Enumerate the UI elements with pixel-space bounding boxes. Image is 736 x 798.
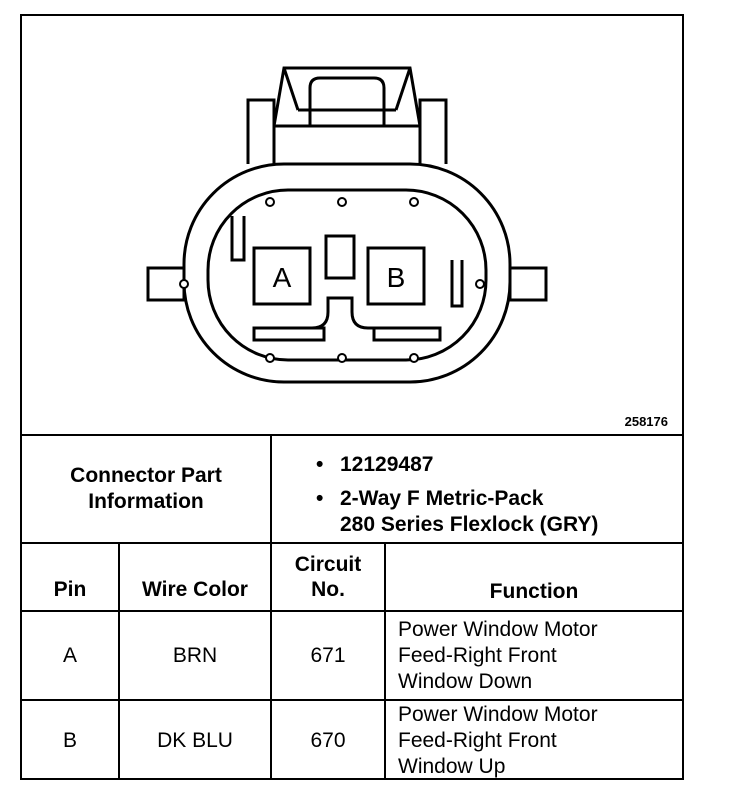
description-line: 280 Series Flexlock (GRY) [340, 513, 599, 536]
divider [384, 542, 386, 780]
divider [270, 542, 272, 780]
function-line: Window Up [398, 754, 506, 778]
cavity-a [252, 246, 312, 306]
table-row-b-circuit: 670 [310, 728, 346, 752]
center-key [324, 234, 356, 280]
left-ear [146, 266, 186, 302]
table-row-a-circuit: 671 [310, 643, 346, 667]
table-row-a-wire-color: BRN [172, 643, 218, 667]
connector-face-diagram: A B [146, 66, 548, 384]
divider [22, 542, 682, 544]
cavity-label-a: A [273, 262, 292, 293]
header-circuit-line: No. [311, 578, 345, 601]
function-line: Feed-Right Front [398, 643, 557, 667]
bullet-item: • 2-Way F Metric-Pack 280 Series Flexloc… [316, 486, 598, 538]
table-row-b-pin: B [62, 728, 77, 752]
bullet-icon: • [316, 453, 324, 476]
latch-window [308, 76, 386, 126]
connector-info-bullets: • 12129487 • 2-Way F Metric-Pack 280 Ser… [316, 452, 598, 538]
header-circuit-line: Circuit [294, 553, 362, 576]
header-wire-color: Wire Color [142, 578, 248, 601]
table-row-b-function: Power Window Motor Feed-Right Front Wind… [386, 701, 682, 780]
bullet-icon: • [316, 487, 324, 510]
function-line: Window Down [398, 669, 533, 693]
info-title-line: Information [88, 490, 204, 513]
description-line: 2-Way F Metric-Pack [340, 487, 544, 510]
connector-chart: A B 258176 Connector Part Information • … [20, 14, 684, 780]
cavity-b [366, 246, 426, 306]
bullet-item: • 12129487 [316, 452, 598, 478]
divider [22, 610, 682, 612]
header-circuit-no: Circuit No. [272, 544, 384, 610]
cavity-label-b: B [387, 262, 406, 293]
table-row-a-function: Power Window Motor Feed-Right Front Wind… [386, 612, 682, 699]
divider [270, 434, 272, 542]
table-row-a-pin: A [62, 643, 77, 667]
function-line: Power Window Motor [398, 702, 598, 726]
info-title-line: Connector Part [70, 464, 222, 487]
divider [22, 434, 682, 436]
connector-face [206, 188, 488, 362]
part-number: 12129487 [340, 453, 434, 476]
function-line: Power Window Motor [398, 617, 598, 641]
header-pin: Pin [53, 578, 87, 601]
header-function: Function [489, 580, 579, 603]
figure-number: 258176 [624, 414, 668, 429]
right-ear [508, 266, 548, 302]
lock-tab [246, 98, 448, 164]
connector-info-title: Connector Part Information [22, 436, 270, 542]
function-line: Feed-Right Front [398, 728, 557, 752]
latch-body [272, 66, 422, 164]
connector-description: 2-Way F Metric-Pack 280 Series Flexlock … [340, 486, 598, 538]
divider [22, 699, 682, 701]
divider [118, 542, 120, 780]
table-row-b-wire-color: DK BLU [157, 728, 233, 752]
